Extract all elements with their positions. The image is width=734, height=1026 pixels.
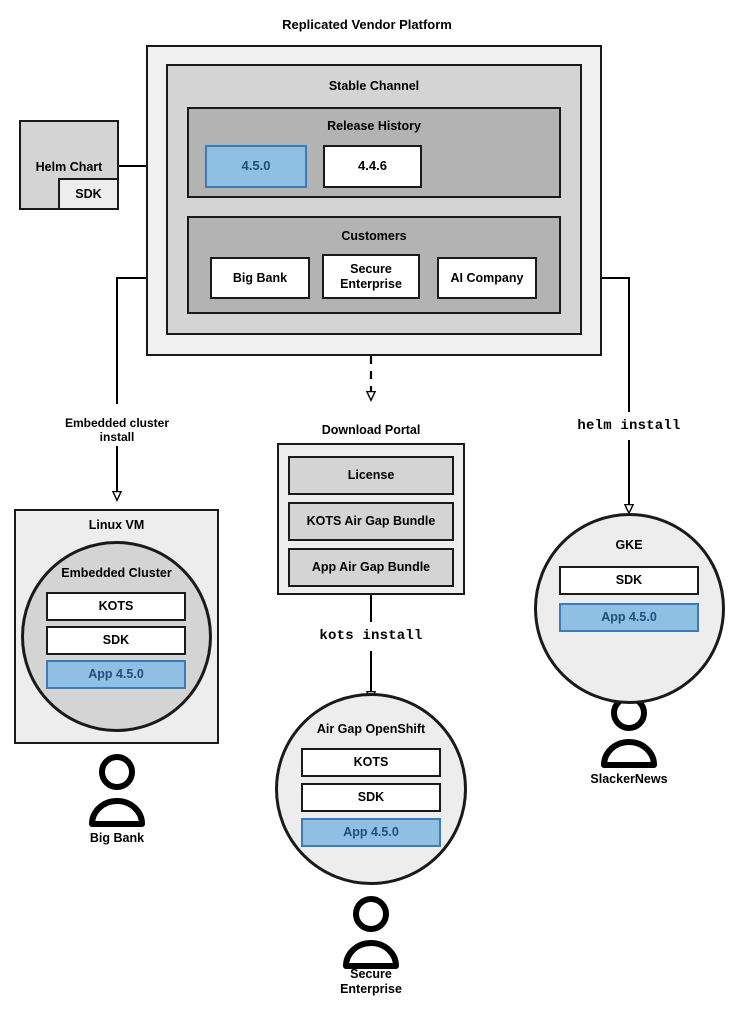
openshift-component-kots[interactable]: KOTS [301,748,441,777]
customer-big-bank[interactable]: Big Bank [210,257,310,299]
release-version-4-4-6[interactable]: 4.4.6 [323,145,422,188]
helm-chart-sdk-box[interactable]: SDK [58,178,119,210]
customer-secure-enterprise[interactable]: Secure Enterprise [322,254,420,299]
release-version-4-5-0[interactable]: 4.5.0 [205,145,307,188]
user-icon-big-bank [89,754,145,827]
download-artifact-kots-air-gap-bundle[interactable]: KOTS Air Gap Bundle [288,502,454,541]
helm-chart-label: Helm Chart [35,160,103,174]
customer-ai-company[interactable]: AI Company [437,257,537,299]
openshift-component-sdk[interactable]: SDK [301,783,441,812]
download-artifact-license[interactable]: License [288,456,454,495]
download-artifact-app-air-gap-bundle[interactable]: App Air Gap Bundle [288,548,454,587]
linux-vm-component-app[interactable]: App 4.5.0 [46,660,186,689]
linux-vm-component-kots[interactable]: KOTS [46,592,186,621]
user-icon-secure-enterprise [343,896,399,969]
gke-component-app[interactable]: App 4.5.0 [559,603,699,632]
openshift-component-app[interactable]: App 4.5.0 [301,818,441,847]
user-icon-slackernews [601,695,657,768]
linux-vm-component-sdk[interactable]: SDK [46,626,186,655]
gke-component-sdk[interactable]: SDK [559,566,699,595]
